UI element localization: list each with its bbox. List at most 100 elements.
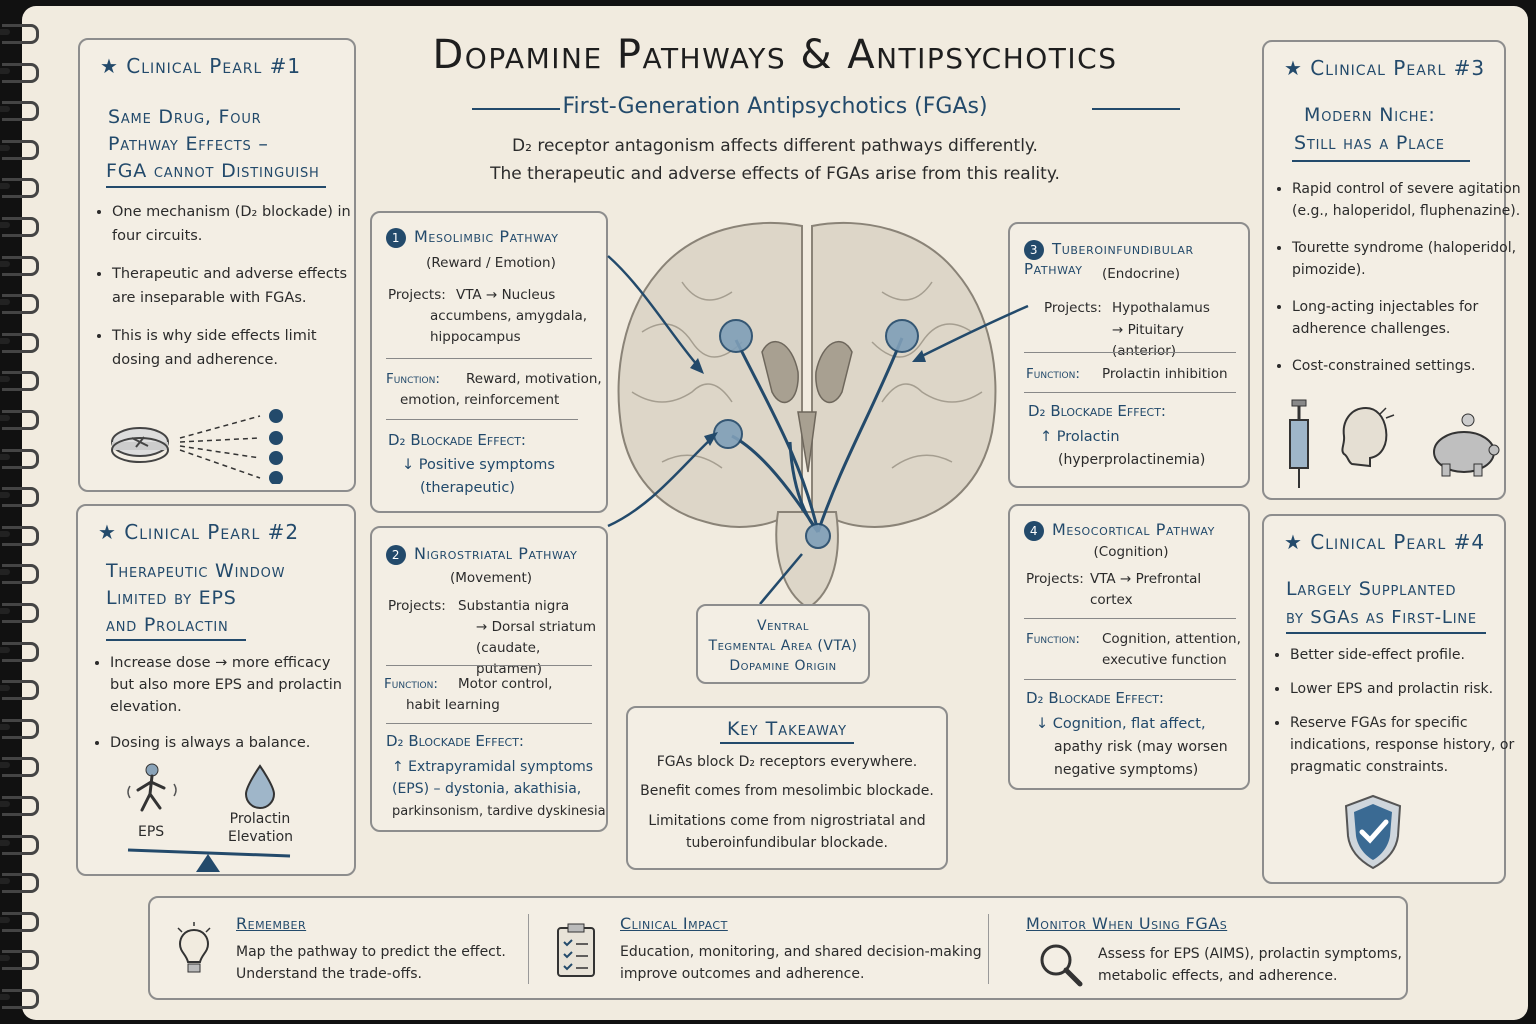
pearl-1-sub-underline xyxy=(106,186,326,188)
pathway-4-title: Mesocortical Pathway xyxy=(1052,520,1215,539)
intro-line-2: The therapeutic and adverse effects of F… xyxy=(490,164,1060,184)
piggy-bank-icon xyxy=(1433,413,1500,477)
pearl-4-bullet: Reserve FGAs for specific indications, r… xyxy=(1290,712,1520,778)
clinical-impact-line-1: Education, monitoring, and shared decisi… xyxy=(620,944,982,960)
pearl-3-heading: Clinical Pearl #3 xyxy=(1310,56,1486,80)
monitor-heading: Monitor When Using FGAs xyxy=(1026,914,1228,933)
takeaway-line-1: FGAs block D₂ receptors everywhere. xyxy=(656,754,918,770)
pathway-1-number: 1 xyxy=(386,228,406,248)
pearl-2-bullet: Increase dose → more efficacy but also m… xyxy=(110,652,350,718)
binding-ring xyxy=(0,255,39,276)
pearl-4-heading: Clinical Pearl #4 xyxy=(1310,530,1486,554)
binding-ring xyxy=(0,641,39,662)
pathway-2-function-2: habit learning xyxy=(406,697,500,713)
head-icon xyxy=(1341,406,1395,468)
pathway-1-projects-1: VTA → Nucleus xyxy=(456,287,556,303)
pearl-2-bullet: Dosing is always a balance. xyxy=(110,732,350,754)
pearl-2-heading-wrap: ★ Clinical Pearl #2 xyxy=(98,520,299,544)
clinical-pearl-3: ★ Clinical Pearl #3 Modern Niche: Still … xyxy=(1262,40,1521,500)
pearl-4-bullet: Better side-effect profile. xyxy=(1290,644,1520,666)
binding-ring xyxy=(0,525,39,546)
vta-line-2: Tegmental Area (VTA) xyxy=(708,638,858,654)
pathway-3-effect-label: D₂ Blockade Effect: xyxy=(1028,402,1166,420)
vta-line-1: Ventral xyxy=(757,618,809,634)
pathway-2-projects-1: Substantia nigra xyxy=(458,598,570,614)
pathway-1-function-label: Function: xyxy=(386,371,440,387)
pathway-4-effect-label: D₂ Blockade Effect: xyxy=(1026,689,1164,707)
pearl-1-bullet: One mechanism (D₂ blockade) in four circ… xyxy=(112,200,352,248)
pathway-3-projects-1: Hypothalamus xyxy=(1112,300,1210,316)
footer-box: Remember Map the pathway to predict the … xyxy=(148,896,1408,1000)
pearl-3-bullet: Rapid control of severe agitation (e.g.,… xyxy=(1292,178,1524,222)
pearl-4-sub-1: Largely Supplanted xyxy=(1286,578,1457,600)
eps-figure-icon xyxy=(127,763,177,812)
clinical-pearl-2: ★ Clinical Pearl #2 Therapeutic Window L… xyxy=(76,504,356,876)
binding-ring xyxy=(0,989,39,1009)
binding-ring xyxy=(0,371,39,392)
takeaway-line-4: tuberoinfundibular blockade. xyxy=(686,835,888,851)
pathway-4-effect-2: apathy risk (may worsen xyxy=(1054,739,1228,755)
binding-ring xyxy=(0,448,39,469)
pearl-3-sub-1: Modern Niche: xyxy=(1304,104,1436,126)
pathway-1-function-1: Reward, motivation, xyxy=(466,371,602,387)
prolactin-label-2: Elevation xyxy=(228,829,294,845)
binding-ring xyxy=(0,332,39,353)
subtitle-rule-right xyxy=(1092,108,1180,110)
pearl-3-sub-2: Still has a Place xyxy=(1294,132,1445,154)
binding-ring xyxy=(0,911,39,932)
pearl-1-sub-2: Pathway Effects – xyxy=(108,133,269,155)
star-icon: ★ xyxy=(1284,530,1303,554)
shield-check-icon xyxy=(1344,794,1402,870)
binding-ring xyxy=(0,950,39,971)
star-icon: ★ xyxy=(1284,56,1303,80)
binding-ring xyxy=(0,873,39,894)
pathway-4-subtitle: (Cognition) xyxy=(1093,544,1169,560)
remember-line-1: Map the pathway to predict the effect. xyxy=(236,944,506,960)
lightbulb-icon xyxy=(177,922,211,973)
clipboard-icon xyxy=(557,923,595,977)
pathway-3-function-label: Function: xyxy=(1026,366,1080,382)
monitor-line-1: Assess for EPS (AIMS), prolactin symptom… xyxy=(1098,946,1402,962)
pathway-2-effect-3: parkinsonism, tardive dyskinesia xyxy=(392,804,606,819)
vta-label-box: Ventral Tegmental Area (VTA) Dopamine Or… xyxy=(696,604,870,684)
clinical-impact-line-2: improve outcomes and adherence. xyxy=(620,966,865,982)
pathway-1-projects-3: hippocampus xyxy=(430,329,521,345)
remember-heading: Remember xyxy=(236,914,307,933)
divider xyxy=(1024,679,1236,680)
pathway-1-subtitle: (Reward / Emotion) xyxy=(426,255,556,271)
pearl-3-sub-underline xyxy=(1292,160,1470,162)
binding-ring xyxy=(0,718,39,739)
pathway-3-projects-2: → Pituitary (anterior) xyxy=(1112,322,1184,359)
pathway-2-projects-2: → Dorsal striatum xyxy=(476,619,597,635)
pathway-4-number: 4 xyxy=(1024,521,1044,541)
pathway-4-projects-1: VTA → Prefrontal xyxy=(1090,571,1202,587)
pathway-2-effect-2: (EPS) – dystonia, akathisia, xyxy=(392,781,582,797)
pearl-2-sub-3: and Prolactin xyxy=(106,614,229,636)
page-subtitle: First-Generation Antipsychotics (FGAs) xyxy=(562,94,988,119)
pill-dispersion-icon xyxy=(111,409,283,484)
pathway-2-projects-label: Projects: xyxy=(388,598,446,614)
magnifier-icon xyxy=(1040,944,1083,987)
brain-illustration xyxy=(617,221,997,610)
binding-ring xyxy=(0,217,39,237)
pathway-connector-arrows xyxy=(607,255,1029,605)
binding-ring xyxy=(0,487,39,508)
binding-ring xyxy=(0,24,39,44)
takeaway-line-2: Benefit comes from mesolimbic blockade. xyxy=(640,783,934,799)
pearl-4-sub-underline xyxy=(1286,632,1486,634)
pathway-1-effect-1: ↓ Positive symptoms xyxy=(402,457,555,473)
pearl-2-bullets: Increase dose → more efficacy but also m… xyxy=(92,652,350,768)
divider xyxy=(1024,352,1236,353)
pathway-1-title: Mesolimbic Pathway xyxy=(414,227,559,246)
pearl-3-bullet: Tourette syndrome (haloperidol, pimozide… xyxy=(1292,237,1524,281)
remember-line-2: Understand the trade-offs. xyxy=(236,966,422,982)
prolactin-label-1: Prolactin xyxy=(229,811,291,827)
star-icon: ★ xyxy=(98,520,117,544)
pearl-3-heading-wrap: ★ Clinical Pearl #3 xyxy=(1284,56,1485,80)
vta-line-3: Dopamine Origin xyxy=(729,658,837,674)
